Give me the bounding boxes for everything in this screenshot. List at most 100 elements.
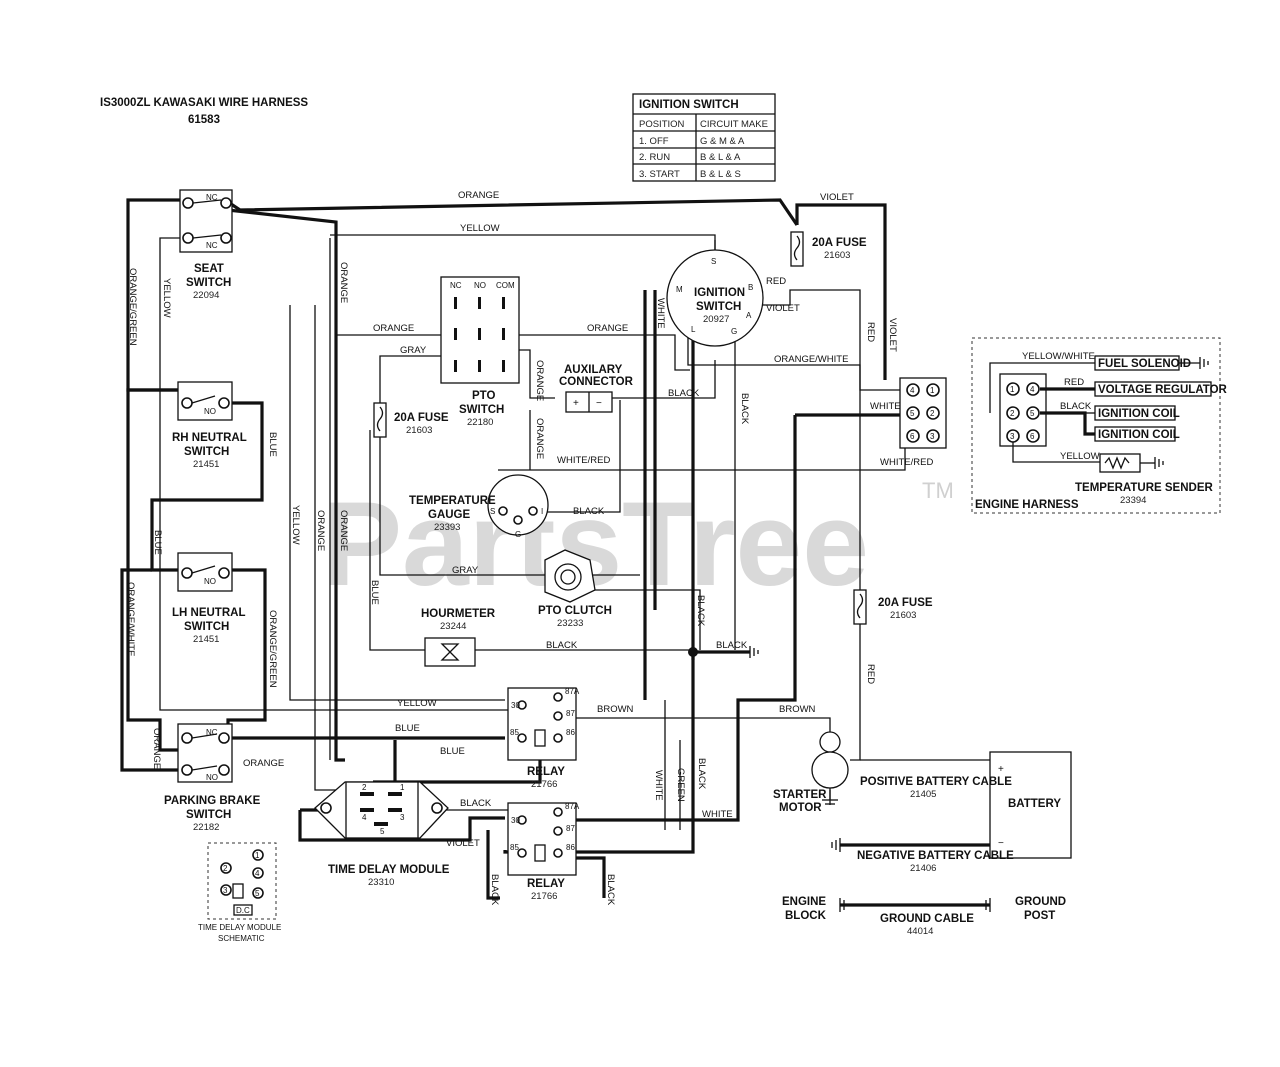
time-delay-module: 2 1 4 3 5 TIME DELAY MODULE 23310 (314, 781, 450, 888)
svg-text:GREEN: GREEN (675, 768, 686, 802)
svg-text:YELLOW: YELLOW (290, 505, 301, 545)
svg-text:1: 1 (255, 851, 260, 860)
pto-switch-label-2: SWITCH (459, 404, 504, 416)
parking-brake-label-2: SWITCH (186, 809, 231, 821)
rh-neutral-part: 21451 (193, 459, 219, 470)
svg-text:VIOLET: VIOLET (887, 318, 898, 352)
relay-lower-part: 21766 (531, 891, 557, 902)
svg-text:ORANGE: ORANGE (338, 262, 349, 303)
starter-label-2: MOTOR (779, 802, 822, 814)
junction-dots (688, 647, 698, 657)
table-cell: 1. OFF (639, 136, 669, 147)
svg-text:ORANGE: ORANGE (151, 728, 162, 769)
svg-text:87: 87 (566, 709, 575, 718)
pto-switch-label: PTO (472, 390, 495, 402)
svg-text:1: 1 (1010, 385, 1015, 394)
engine-harness-label: ENGINE HARNESS (975, 499, 1079, 511)
engine-block-label-2: BLOCK (785, 910, 827, 922)
temp-gauge-label: TEMPERATURE (409, 495, 496, 507)
svg-text:G: G (515, 530, 521, 539)
time-delay-schematic-label: TIME DELAY MODULE (198, 923, 281, 932)
aux-label: AUXILARY (564, 364, 623, 376)
starter-label: STARTER (773, 789, 827, 801)
svg-text:+: + (573, 398, 579, 409)
hourmeter: HOURMETER 23244 (421, 608, 496, 667)
ground-cable-label: GROUND CABLE (880, 913, 974, 925)
svg-text:RED: RED (865, 322, 876, 342)
time-delay-part: 23310 (368, 877, 394, 888)
svg-text:85: 85 (510, 728, 519, 737)
ignition-switch-part: 20927 (703, 314, 729, 325)
fuse-part: 21603 (406, 425, 432, 436)
svg-text:3: 3 (400, 813, 405, 822)
svg-text:A: A (746, 311, 752, 320)
svg-text:86: 86 (566, 843, 575, 852)
svg-text:BROWN: BROWN (779, 704, 816, 715)
temp-gauge-part: 23393 (434, 522, 460, 533)
svg-text:−: − (998, 838, 1004, 849)
svg-text:WHITE: WHITE (653, 770, 664, 801)
table-cell: 2. RUN (639, 152, 670, 163)
table-cell: G & M & A (700, 136, 745, 147)
time-delay-label: TIME DELAY MODULE (328, 864, 450, 876)
svg-text:WHITE: WHITE (702, 809, 733, 820)
hourmeter-label: HOURMETER (421, 608, 496, 620)
svg-text:2: 2 (1010, 409, 1015, 418)
svg-text:BLACK: BLACK (716, 640, 748, 651)
table-cell: B & L & S (700, 169, 741, 180)
svg-text:NO: NO (206, 773, 218, 782)
wires (120, 198, 990, 907)
svg-text:5: 5 (380, 827, 385, 836)
ignition-switch-label-2: SWITCH (696, 301, 741, 313)
svg-text:ORANGE/GREEN: ORANGE/GREEN (267, 610, 278, 688)
pto-pin-label: COM (496, 281, 515, 290)
svg-text:L: L (691, 325, 696, 334)
neg-cable-part: 21406 (910, 863, 936, 874)
fuse-top: 20A FUSE 21603 (790, 231, 867, 267)
watermark: PartsTree (322, 477, 869, 611)
svg-text:BLACK: BLACK (695, 595, 706, 627)
temp-sender-label: TEMPERATURE SENDER (1075, 482, 1213, 494)
fuse-right: 20A FUSE 21603 (853, 589, 933, 625)
time-delay-schematic: 2 1 4 3 5 D.C TIME DELAY MODULE SCHEMATI… (198, 842, 281, 943)
ground-cable: ENGINE BLOCK GROUND POST GROUND CABLE 44… (782, 896, 1066, 937)
relay-lower: 30 87A 87 85 86 RELAY 21766 (507, 802, 580, 902)
pto-pin-label: NC (450, 281, 462, 290)
ground-post-label: GROUND (1015, 896, 1066, 908)
temp-sender-part: 23394 (1120, 495, 1146, 506)
lh-neutral-label-2: SWITCH (184, 621, 229, 633)
seat-switch: NC NC SEAT SWITCH 22094 (179, 189, 233, 301)
svg-text:87: 87 (566, 824, 575, 833)
table-cell: B & L & A (700, 152, 741, 163)
svg-text:BLACK: BLACK (460, 798, 492, 809)
svg-text:YELLOW: YELLOW (397, 698, 437, 709)
svg-text:ORANGE/WHITE: ORANGE/WHITE (774, 354, 848, 365)
ignition-switch: S M B L G A IGNITION SWITCH 20927 (666, 249, 764, 347)
pos-cable-label: POSITIVE BATTERY CABLE (860, 776, 1012, 788)
table-title: IGNITION SWITCH (639, 99, 739, 111)
svg-text:BLUE: BLUE (152, 530, 163, 555)
pto-pin-label: NO (474, 281, 486, 290)
auxiliary-connector: + − AUXILARY CONNECTOR (559, 364, 634, 413)
svg-text:ORANGE: ORANGE (534, 418, 545, 459)
svg-text:2: 2 (223, 864, 228, 873)
fuse-label: 20A FUSE (394, 412, 449, 424)
svg-text:VIOLET: VIOLET (820, 192, 854, 203)
svg-text:GRAY: GRAY (452, 565, 479, 576)
svg-text:WHITE: WHITE (655, 298, 666, 329)
parking-brake-label: PARKING BRAKE (164, 795, 261, 807)
svg-text:86: 86 (566, 728, 575, 737)
temp-gauge-label-2: GAUGE (428, 509, 471, 521)
svg-text:BROWN: BROWN (597, 704, 634, 715)
svg-text:BLACK: BLACK (605, 874, 616, 906)
svg-text:S: S (711, 257, 716, 266)
fuse-label: 20A FUSE (812, 237, 867, 249)
svg-text:M: M (676, 285, 683, 294)
pto-clutch-part: 23233 (557, 618, 583, 629)
svg-text:WHITE/RED: WHITE/RED (557, 455, 610, 466)
svg-text:2: 2 (362, 783, 367, 792)
seat-switch-contact: NC (206, 193, 218, 202)
svg-text:5: 5 (910, 409, 915, 418)
svg-text:BLUE: BLUE (369, 580, 380, 605)
